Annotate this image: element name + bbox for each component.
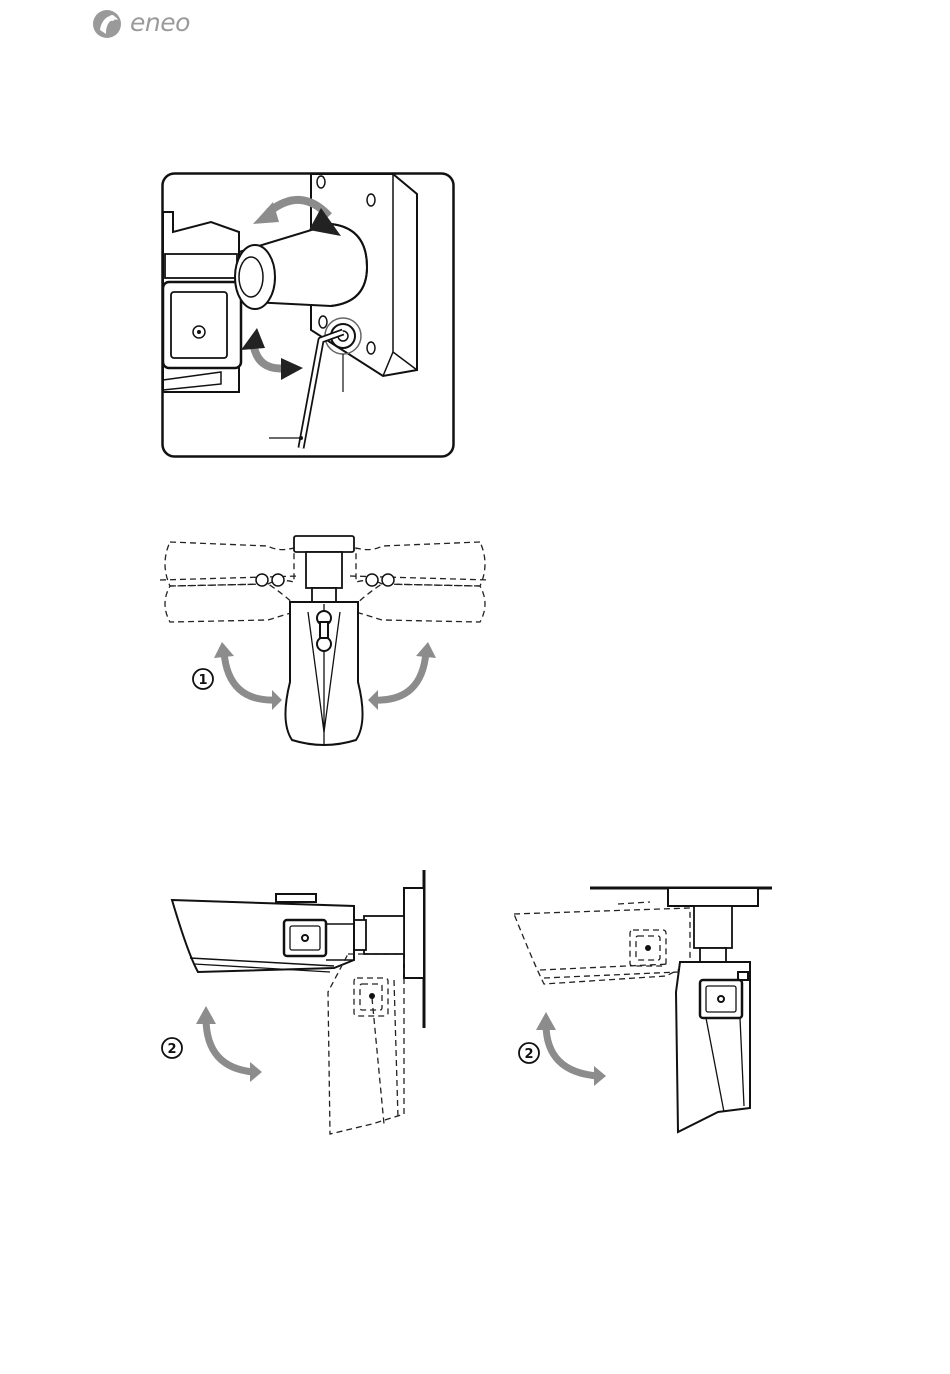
step-marker-label: 2 [524,1047,533,1062]
brand-logo: eneo [92,4,212,44]
camera-body [163,212,241,392]
figure-tilt-ceiling-mount: 2 [510,868,780,1140]
curved-arrow-icon [368,642,436,710]
curved-arrow-icon [214,642,282,710]
dashed-camera-outline [514,902,690,984]
curved-arrow-icon [536,1012,606,1086]
eneo-logo-icon [92,4,126,44]
figure-pan-rotation: 1 [160,532,490,752]
figure-tilt-wall-mount: 2 [158,868,438,1140]
step-marker-label: 1 [198,673,207,688]
step-marker: 2 [519,1043,539,1063]
camera-body-solid [676,962,750,1132]
camera-body-solid [285,602,362,746]
step-marker: 1 [193,669,213,689]
mount-plate [294,536,354,604]
camera-body-solid [172,894,354,972]
figure-mount-detail [161,172,455,458]
brand-name: eneo [130,8,190,37]
step-marker-label: 2 [167,1042,176,1057]
curved-arrow-icon [196,1006,262,1082]
dashed-camera-outline [328,954,404,1134]
step-marker: 2 [162,1038,182,1058]
